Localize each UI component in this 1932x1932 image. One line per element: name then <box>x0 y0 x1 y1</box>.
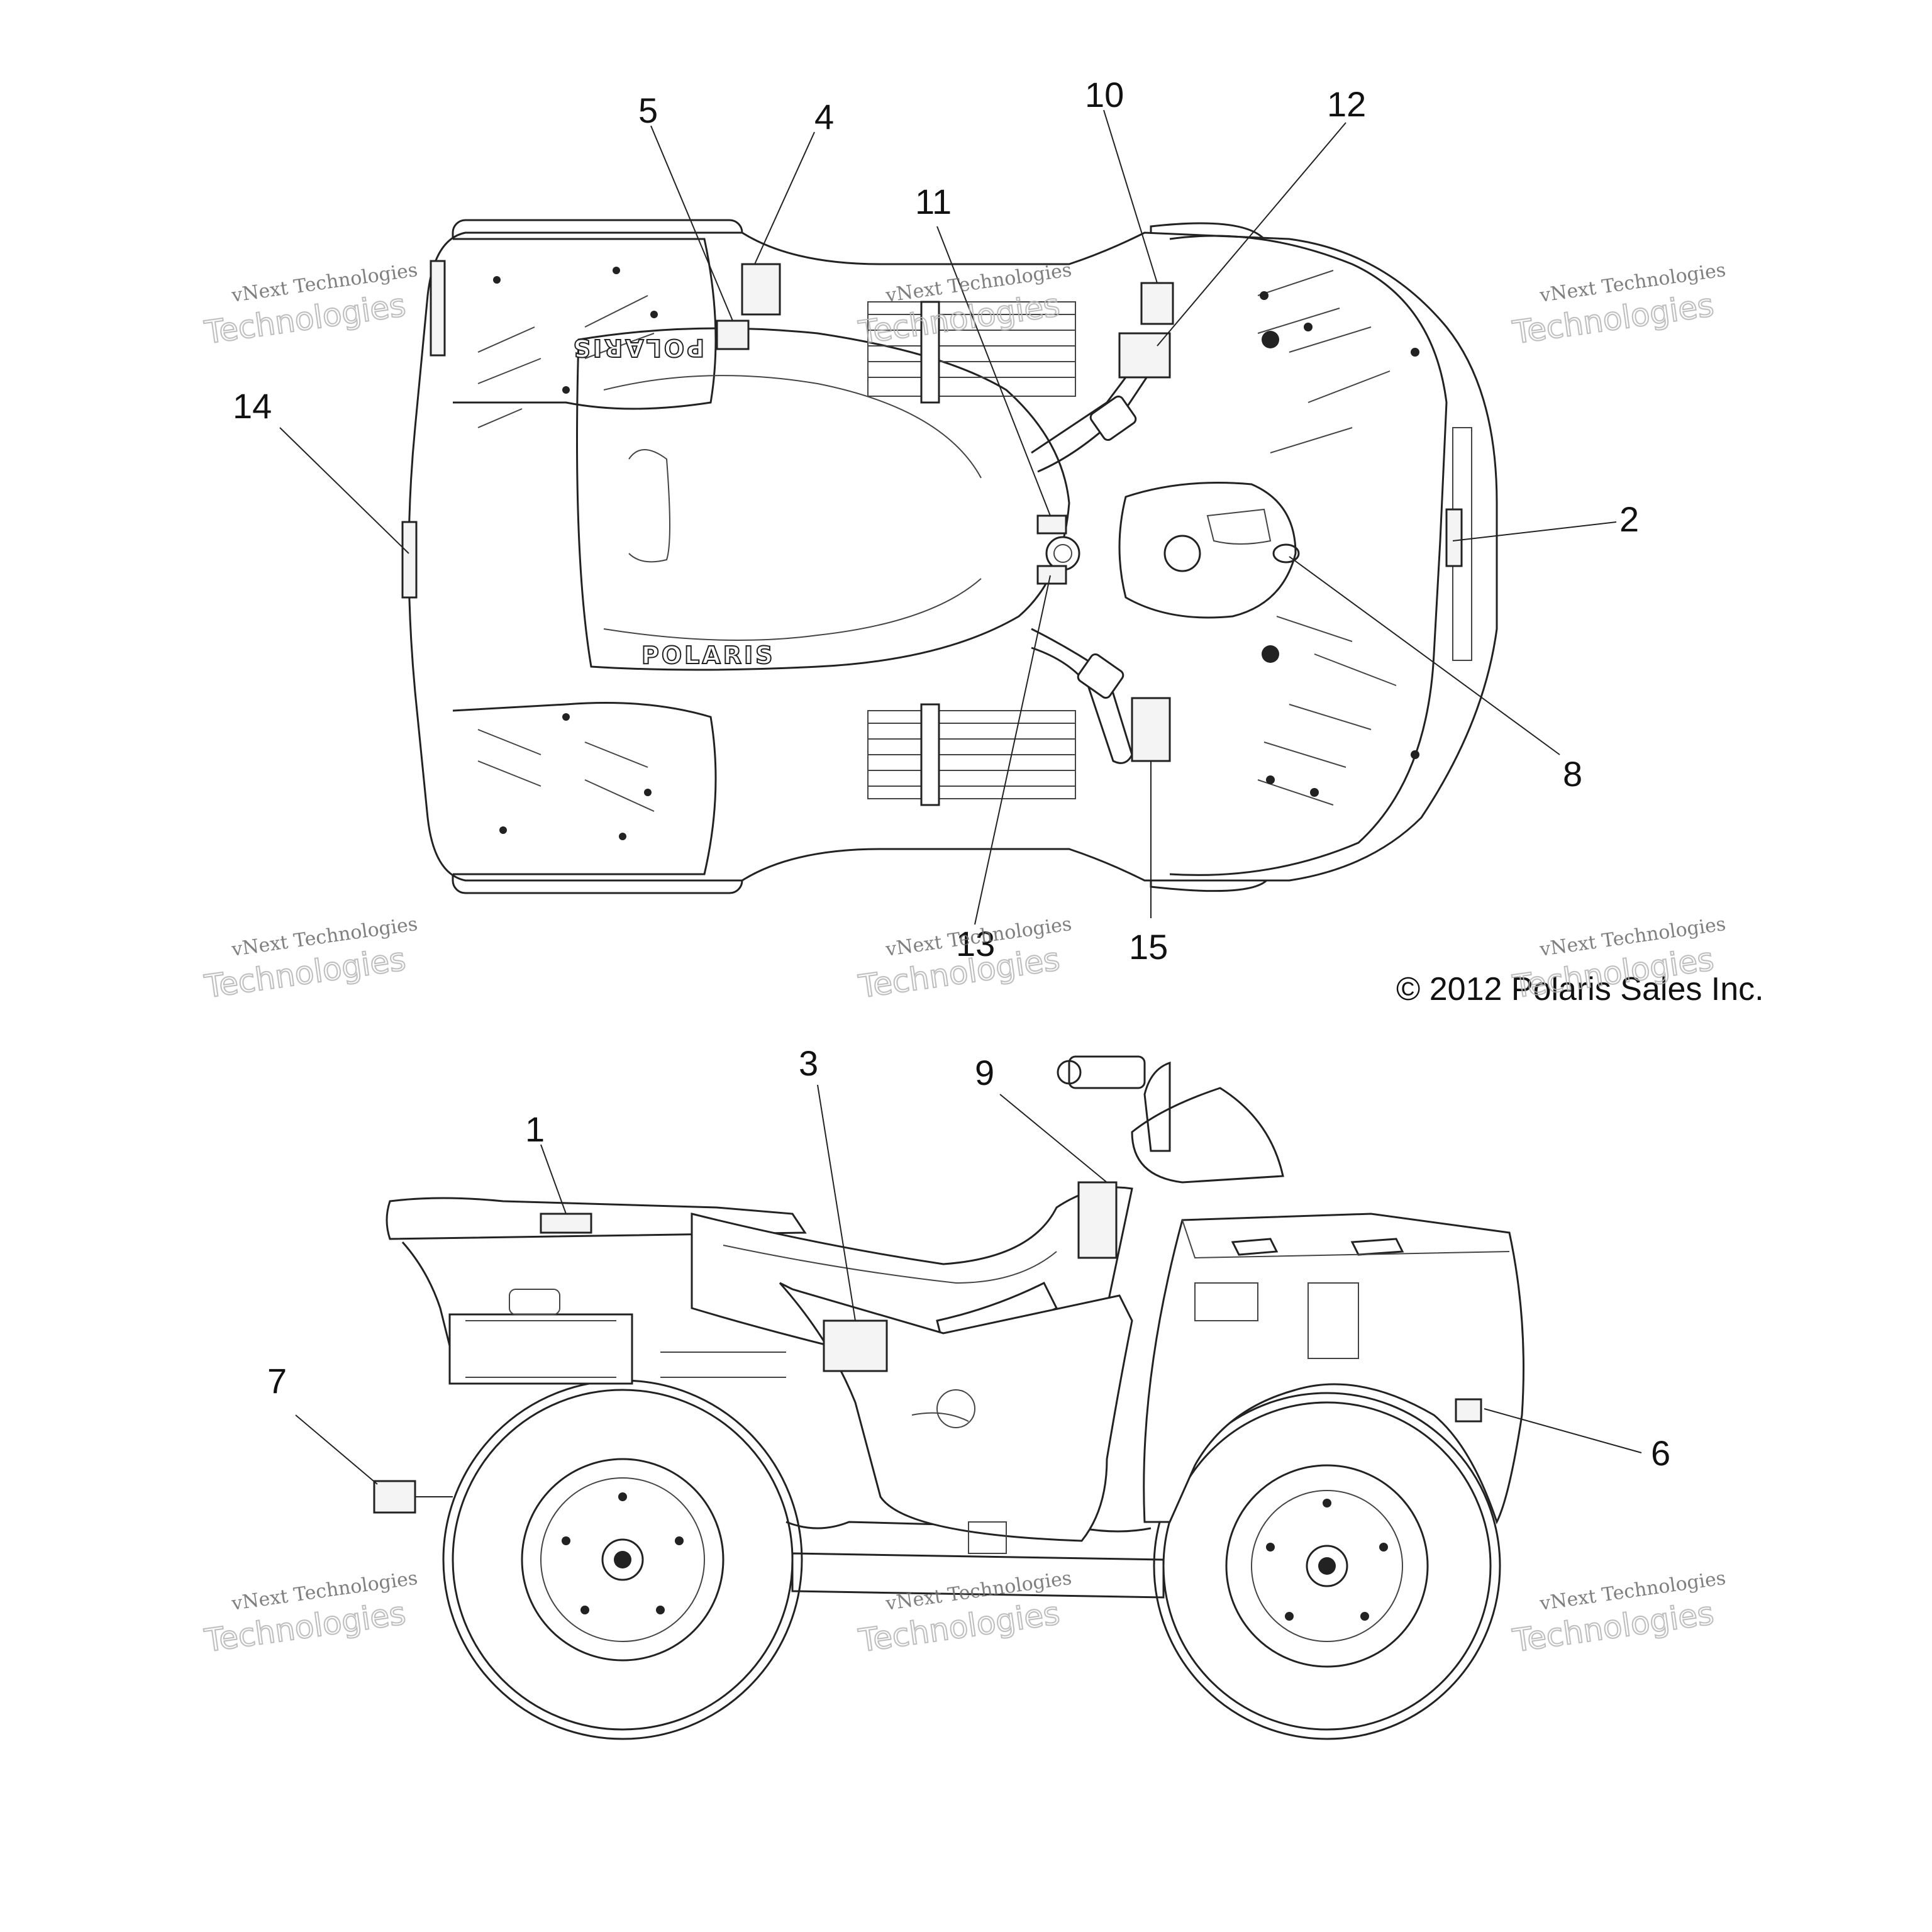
decal-5 <box>716 319 750 350</box>
copyright-notice: © 2012 Polaris Sales Inc. <box>1396 971 1764 1008</box>
brand-top-upper: POLARIS <box>570 334 704 362</box>
decal-13 <box>1036 565 1067 585</box>
callout-4: 4 <box>814 97 834 136</box>
decal-15 <box>1131 697 1171 762</box>
watermark-1: vNext Technologies Technologies <box>201 259 419 352</box>
decal-3 <box>823 1319 888 1372</box>
callout-15: 15 <box>1129 927 1168 967</box>
decal-14 <box>401 521 418 599</box>
decal-9 <box>1077 1181 1118 1259</box>
decal-2 <box>1445 508 1463 567</box>
brand-top-lower: POLARIS <box>641 641 775 669</box>
watermark-7: vNext Technologies Technologies <box>201 1567 419 1660</box>
callout-2: 2 <box>1619 499 1639 539</box>
watermark-8: vNext Technologies Technologies <box>855 1567 1073 1660</box>
callout-6: 6 <box>1651 1433 1670 1473</box>
callout-9: 9 <box>975 1053 994 1092</box>
callout-13: 13 <box>956 924 995 963</box>
atv-top-view: POLARIS POLARIS <box>233 75 1639 967</box>
callout-1: 1 <box>525 1109 545 1149</box>
watermark-9: vNext Technologies Technologies <box>1509 1567 1727 1660</box>
decal-6 <box>1455 1398 1482 1423</box>
watermark-3: vNext Technologies Technologies <box>1509 259 1727 352</box>
decal-11 <box>1036 514 1067 535</box>
callout-14: 14 <box>233 386 272 426</box>
decal-7 <box>373 1480 416 1514</box>
decal-10 <box>1140 282 1174 325</box>
callout-3: 3 <box>799 1043 818 1083</box>
callout-12: 12 <box>1327 84 1366 124</box>
callout-5: 5 <box>638 91 658 130</box>
callout-7: 7 <box>267 1361 287 1401</box>
callout-11: 11 <box>915 182 952 221</box>
watermark-4: vNext Technologies Technologies <box>201 913 419 1006</box>
decal-1 <box>540 1213 592 1234</box>
callout-8: 8 <box>1563 754 1582 794</box>
callout-10: 10 <box>1085 75 1124 114</box>
atv-side-view: 1 3 9 7 6 <box>267 1043 1670 1740</box>
